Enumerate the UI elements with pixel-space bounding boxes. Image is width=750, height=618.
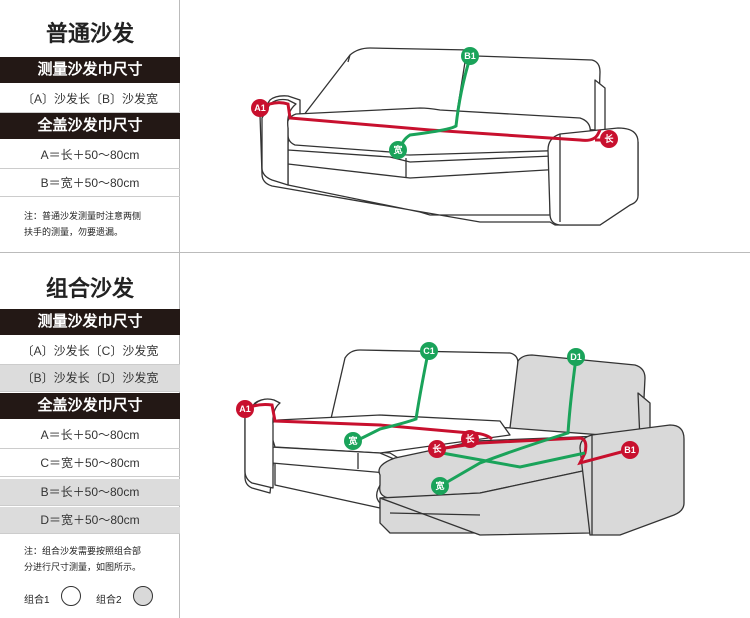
- legend-label-1: 组合1: [24, 595, 50, 606]
- label-width-1: 宽: [347, 435, 357, 446]
- note-line: 注：组合沙发需要按照组合部: [24, 546, 142, 556]
- size-row-d: D＝宽＋50～80cm: [0, 507, 180, 534]
- measure-row: 〔A〕沙发长〔B〕沙发宽: [0, 86, 180, 113]
- size-row-b: B＝长＋50～80cm: [0, 479, 180, 506]
- label-c1: C1: [423, 346, 435, 356]
- label-d1: D1: [570, 352, 582, 362]
- full-cover-bar: 全盖沙发巾尺寸: [0, 113, 180, 139]
- combo-sofa-title: 组合沙发: [45, 276, 134, 301]
- measure-row: 〔A〕沙发长〔C〕沙发宽: [0, 338, 180, 365]
- label-a1: A1: [239, 404, 251, 414]
- legend-label-2: 组合2: [96, 595, 122, 606]
- legend-circle-grey-icon: [133, 586, 153, 606]
- label-width: 宽: [392, 144, 402, 155]
- note: 注：组合沙发需要按照组合部 分进行尺寸测量，如图所示。: [24, 543, 174, 575]
- label-b1: B1: [624, 445, 636, 455]
- note-line: 扶手的测量，勿要遗漏。: [24, 227, 124, 237]
- note-line: 分进行尺寸测量，如图所示。: [24, 562, 142, 572]
- note: 注：普通沙发测量时注意两侧 扶手的测量，勿要遗漏。: [24, 208, 174, 240]
- regular-sofa-title: 普通沙发: [45, 21, 134, 46]
- left-panel-combo: [0, 253, 180, 618]
- label-length: 长: [604, 133, 614, 144]
- label-width-2: 宽: [434, 480, 444, 491]
- measure-bar: 测量沙发巾尺寸: [0, 57, 180, 83]
- section-divider: [0, 252, 750, 253]
- size-row-a: A＝长＋50～80cm: [0, 422, 180, 449]
- legend-circle-white-icon: [61, 586, 81, 606]
- measure-row: 〔B〕沙发长〔D〕沙发宽: [0, 365, 180, 392]
- full-cover-bar: 全盖沙发巾尺寸: [0, 393, 180, 419]
- size-row-b: B＝宽＋50～80cm: [0, 170, 180, 197]
- combo-sofa-diagram: A1 C1 D1 B1 长 长 宽 宽: [236, 342, 685, 536]
- measure-bar: 测量沙发巾尺寸: [0, 309, 180, 335]
- label-length-2: 长: [432, 443, 442, 454]
- size-row-c: C＝宽＋50～80cm: [0, 450, 180, 477]
- size-row-a: A＝长＋50～80cm: [0, 142, 180, 169]
- label-length-1: 长: [465, 433, 475, 444]
- regular-sofa-diagram: A1 B1 长 宽: [251, 47, 639, 226]
- label-b1: B1: [464, 51, 476, 61]
- note-line: 注：普通沙发测量时注意两侧: [24, 211, 142, 221]
- label-a1: A1: [254, 103, 266, 113]
